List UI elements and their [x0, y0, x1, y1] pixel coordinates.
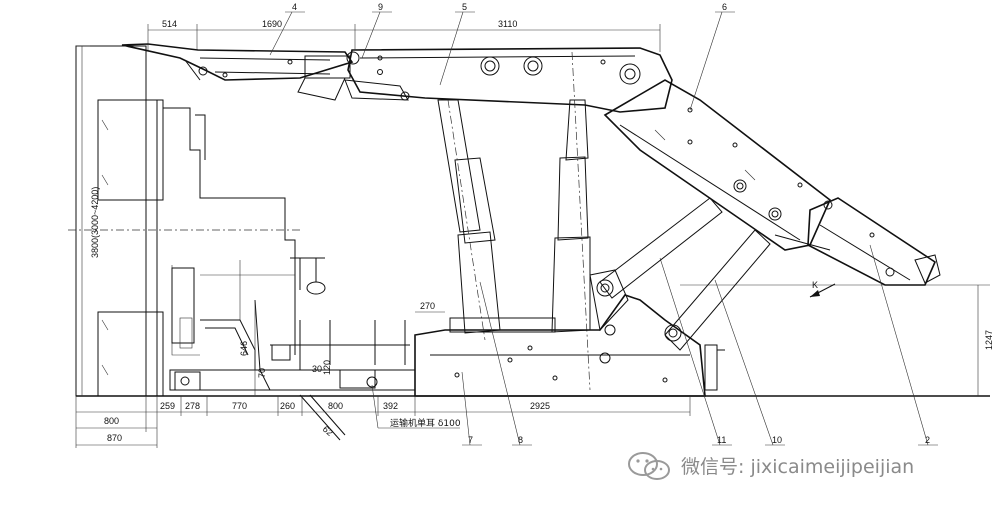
- tail-beam: [774, 197, 941, 286]
- dim-260: 260: [280, 401, 295, 411]
- conveyor-note: 运输机单耳 δ100: [371, 384, 461, 429]
- wechat-icon: [628, 452, 670, 480]
- dim-770: 770: [232, 401, 247, 411]
- height-dimension: 3800(3000~4200): [76, 45, 100, 396]
- dim-270: 270: [420, 301, 435, 311]
- view-arrow-k: K: [809, 280, 836, 298]
- dim-3110: 3110: [498, 19, 517, 29]
- dim-height-range: 3800(3000~4200): [90, 187, 100, 258]
- dim-646: 646: [239, 341, 249, 356]
- dim-514: 514: [162, 19, 177, 29]
- middle-dimensions: 646 70 120 30 270 62: [239, 300, 445, 438]
- top-dimension-chain: 514 1690 3110: [147, 19, 661, 52]
- callout-9: 9: [378, 2, 383, 12]
- callout-4: 4: [292, 2, 297, 12]
- callouts: 4 9 5 6 2 10 11 8 7: [269, 2, 938, 446]
- callout-7: 7: [468, 435, 473, 445]
- dim-120: 120: [322, 360, 332, 375]
- k-mark: K: [812, 280, 818, 290]
- base: [414, 269, 725, 397]
- main-canopy: [344, 47, 673, 391]
- legs: [437, 99, 591, 341]
- conveyor-note-text: 运输机单耳 δ100: [390, 417, 461, 429]
- dim-278: 278: [185, 401, 200, 411]
- dim-1247: 1247: [984, 330, 994, 350]
- dim-870: 870: [107, 433, 122, 443]
- bottom-dimension-chain: 800 870 259 278 770 260 800 392 2925: [75, 396, 691, 448]
- callout-10: 10: [772, 435, 782, 445]
- callout-11: 11: [717, 435, 726, 445]
- dim-62: 62: [321, 424, 335, 438]
- dim-800-mid: 800: [328, 401, 343, 411]
- dim-2925: 2925: [530, 401, 550, 411]
- dim-259: 259: [160, 401, 175, 411]
- watermark-text: 微信号: jixicaimeijipeijian: [681, 456, 915, 478]
- callout-6: 6: [722, 2, 727, 12]
- caving-shield: [603, 79, 831, 251]
- dim-800-left: 800: [104, 416, 119, 426]
- callout-2: 2: [925, 435, 930, 445]
- callout-5: 5: [462, 2, 467, 12]
- conveyor: [169, 257, 416, 441]
- roadway-section: [68, 45, 300, 397]
- front-canopy: [121, 43, 354, 101]
- dim-392: 392: [383, 401, 398, 411]
- dim-1690: 1690: [262, 19, 282, 29]
- callout-8: 8: [518, 435, 523, 445]
- dim-70: 70: [257, 368, 267, 378]
- right-dimension: 1247: [977, 285, 994, 396]
- dim-30: 30: [312, 364, 322, 374]
